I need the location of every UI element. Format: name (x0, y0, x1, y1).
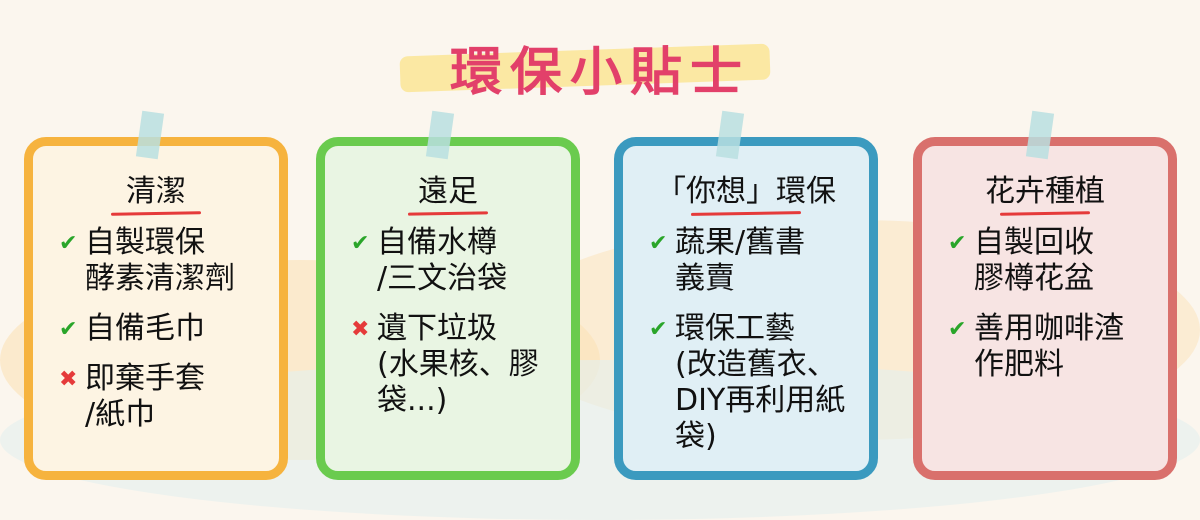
list-item: ✔ 自製回收膠樽花盆 (948, 225, 1168, 297)
item-text: 作肥料 (974, 347, 1064, 382)
item-note: DIY再利用紙袋) (675, 383, 846, 454)
cross-icon: ✖ (351, 317, 370, 342)
item-text: 自製回收 (974, 225, 1094, 260)
list-item: ✔ 環保工藝(改造舊衣、DIY再利用紙袋) (649, 311, 869, 455)
heading-underline (999, 211, 1091, 216)
list-item: ✔ 蔬果/舊書義賣 (649, 225, 869, 297)
item-text: 自製環保 (85, 225, 205, 260)
heading-underline (110, 211, 202, 216)
item-text: 即棄手套 (85, 361, 205, 396)
item-text: 自備水樽 (377, 225, 497, 260)
card-heading: 遠足 (418, 174, 478, 209)
item-note: (改造舊衣、 (675, 347, 837, 382)
card-heading: 清潔 (126, 174, 186, 209)
item-text: /紙巾 (85, 397, 156, 432)
item-text: 蔬果/舊書 (675, 225, 806, 260)
check-icon: ✔ (649, 231, 668, 256)
item-text: 酵素清潔劑 (85, 261, 235, 296)
tape-decoration (425, 110, 455, 160)
list-item: ✔ 自製環保酵素清潔劑 (59, 225, 279, 297)
heading-underline (407, 211, 489, 216)
item-text: 自備毛巾 (85, 311, 205, 346)
cross-icon: ✖ (59, 367, 78, 392)
check-icon: ✔ (59, 317, 78, 342)
card-cleaning: 清潔 ✔ 自製環保酵素清潔劑 ✔ 自備毛巾 ✖ 即棄手套/紙巾 (24, 110, 288, 480)
list-item: ✖ 遺下垃圾(水果核、膠袋...) (351, 311, 571, 419)
tape-decoration (715, 110, 745, 160)
check-icon: ✔ (351, 231, 370, 256)
card-heading: 「你想」環保 (656, 174, 836, 209)
item-note: (水果核、膠袋...) (377, 347, 539, 418)
item-text: 膠樽花盆 (974, 261, 1094, 296)
heading-underline (690, 211, 802, 216)
tape-decoration (135, 110, 165, 160)
check-icon: ✔ (948, 317, 967, 342)
card-hiking: 遠足 ✔ 自備水樽/三文治袋 ✖ 遺下垃圾(水果核、膠袋...) (316, 110, 580, 480)
card-your-idea: 「你想」環保 ✔ 蔬果/舊書義賣 ✔ 環保工藝(改造舊衣、DIY再利用紙袋) (614, 110, 878, 480)
tape-decoration (1025, 110, 1055, 160)
list-item: ✔ 善用咖啡渣作肥料 (948, 311, 1168, 383)
list-item: ✖ 即棄手套/紙巾 (59, 361, 279, 433)
list-item: ✔ 自備水樽/三文治袋 (351, 225, 571, 297)
card-heading: 花卉種植 (985, 174, 1105, 209)
check-icon: ✔ (59, 231, 78, 256)
check-icon: ✔ (649, 317, 668, 342)
item-text: 環保工藝 (675, 311, 795, 346)
item-text: 善用咖啡渣 (974, 311, 1124, 346)
check-icon: ✔ (948, 231, 967, 256)
item-text: 義賣 (675, 261, 735, 296)
item-text: 遺下垃圾 (377, 311, 497, 346)
card-gardening: 花卉種植 ✔ 自製回收膠樽花盆 ✔ 善用咖啡渣作肥料 (913, 110, 1177, 480)
list-item: ✔ 自備毛巾 (59, 311, 279, 347)
page-title: 環保小貼士 (449, 43, 750, 103)
item-text: /三文治袋 (377, 261, 508, 296)
